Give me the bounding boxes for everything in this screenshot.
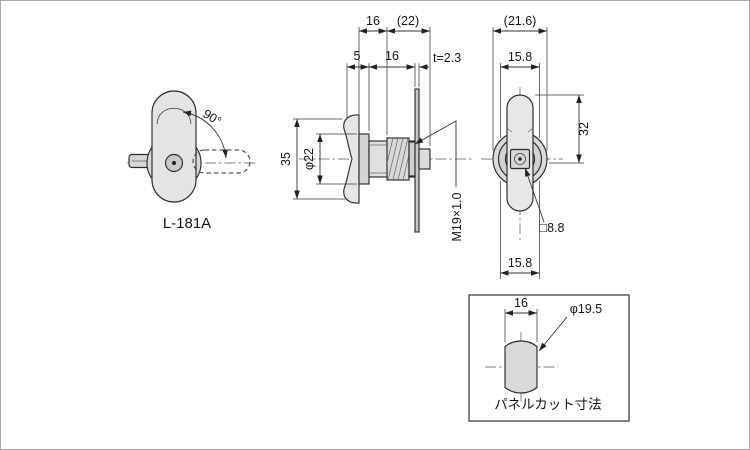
center-circle (514, 153, 526, 165)
dim-16-flat-label: 16 (514, 296, 528, 310)
dim-15-8-bottom-label: 15.8 (508, 256, 532, 270)
panel-cut-hole (504, 340, 538, 394)
center-dot (518, 157, 522, 161)
wing-knob (151, 90, 197, 203)
square-hole-leader (524, 167, 545, 223)
nut-knurl-hatch (387, 138, 409, 180)
wing-notch (527, 127, 534, 133)
thread-leader (414, 120, 457, 187)
hole-dia-leader (538, 316, 568, 352)
cam-plate (414, 88, 420, 233)
wing-rotated-phantom (192, 149, 251, 174)
dim-5-label: 5 (354, 49, 361, 63)
rotation-arc (182, 110, 228, 159)
dim-21-6-label: (21.6) (504, 14, 537, 28)
thread-spec-label: M19×1.0 (450, 192, 464, 241)
rotation-angle-label: 90° (200, 107, 223, 129)
panel-cutout-caption: パネルカット寸法 (494, 397, 602, 412)
cam-hub (418, 148, 431, 170)
part-number-label: L-181A (163, 215, 211, 232)
wing-notch (506, 127, 513, 133)
center-dot (172, 161, 176, 165)
hole-dia-label: φ19.5 (570, 302, 602, 316)
front-view: (21.6) 15.8 32 □8.8 15.8 (481, 14, 591, 279)
dim-15-8-top-label: 15.8 (508, 50, 532, 64)
dim-dia22-label: φ22 (302, 148, 316, 170)
side-view: 16 (22) 5 16 t=2.3 35 φ22 M19×1.0 (279, 14, 473, 242)
dim-35-label: 35 (279, 152, 293, 166)
dim-16-top-label: 16 (366, 14, 380, 28)
dim-32-label: 32 (577, 122, 591, 136)
cam-thickness-label: t=2.3 (433, 51, 461, 65)
flange (358, 133, 370, 185)
wing-knob-profile (343, 114, 360, 204)
dim-22-ref-label: (22) (397, 14, 419, 28)
panel-cutout-detail: 16 φ19.5 パネルカット寸法 (468, 294, 630, 422)
detail-box (468, 294, 630, 422)
rotation-view: 90° L-181A (127, 90, 255, 232)
square-hole-label: □8.8 (540, 221, 565, 235)
washer (408, 141, 416, 177)
dim-16-thread-label: 16 (385, 49, 399, 63)
